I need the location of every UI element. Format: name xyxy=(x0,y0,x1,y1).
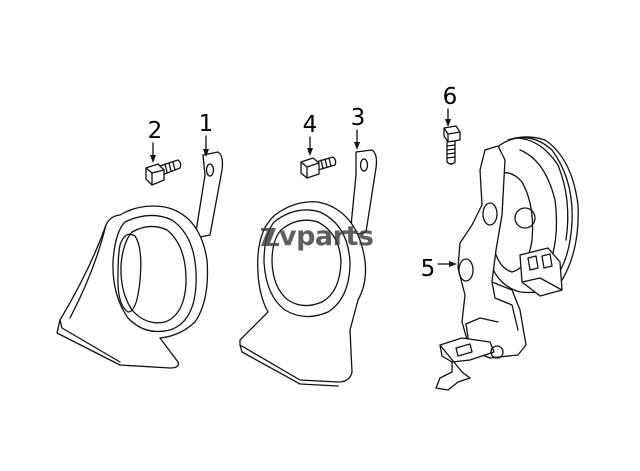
watermark: vparts xyxy=(261,221,374,252)
bolt-icon xyxy=(300,156,337,179)
watermark-text: vparts xyxy=(279,221,373,252)
callout-leaders xyxy=(150,108,457,267)
callout-6: 6 xyxy=(443,84,458,110)
horn-low-icon xyxy=(56,151,224,369)
callout-labels: 1 2 3 4 5 6 xyxy=(148,84,458,282)
bracket-icon xyxy=(435,136,579,391)
callout-5: 5 xyxy=(421,256,436,282)
callout-4: 4 xyxy=(303,112,318,138)
watermark-logo-icon xyxy=(261,228,279,246)
bolt-icon xyxy=(443,125,461,165)
callout-2: 2 xyxy=(148,118,163,144)
callout-1: 1 xyxy=(199,111,214,137)
horn-high-icon xyxy=(239,149,378,387)
bolt-icon xyxy=(145,159,182,186)
callout-3: 3 xyxy=(351,105,366,131)
